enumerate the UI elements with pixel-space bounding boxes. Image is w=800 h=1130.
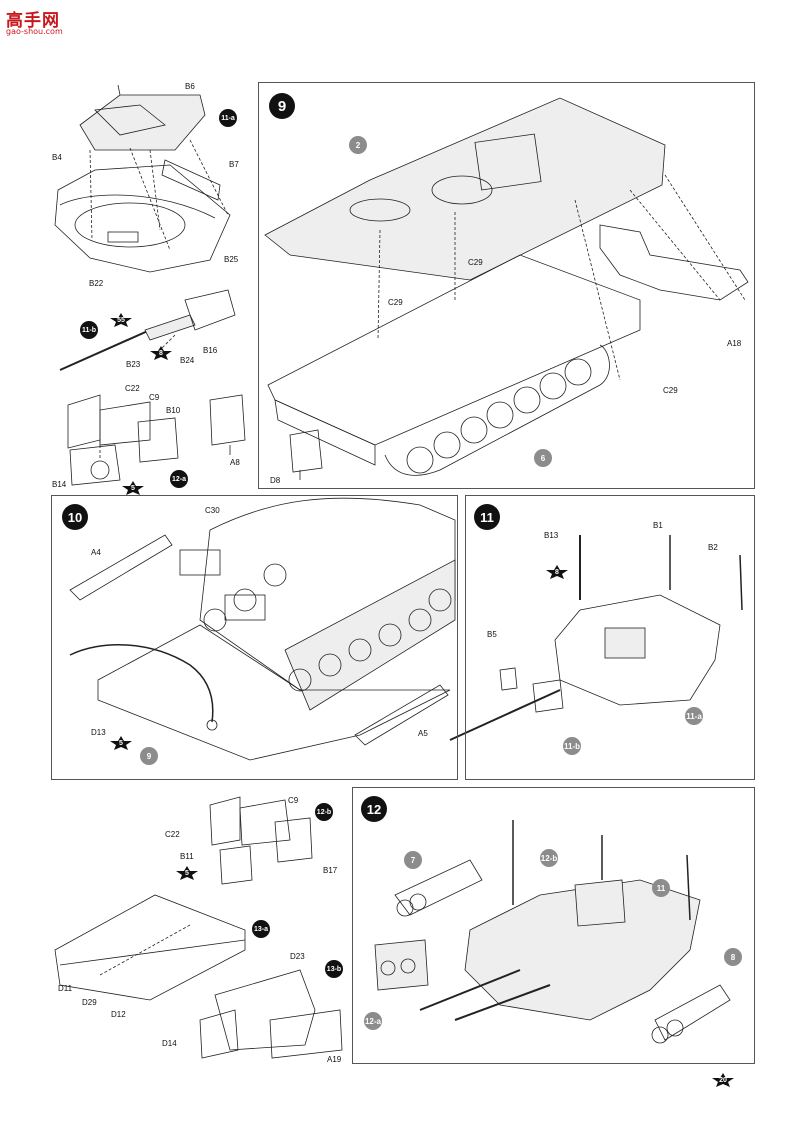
step-10-panel: 10: [51, 495, 458, 780]
part-label: B14: [52, 480, 67, 489]
part-label: B24: [180, 356, 195, 365]
badge-12-a: 12-a: [170, 470, 188, 488]
part-label: C30: [205, 506, 220, 515]
part-label: B25: [224, 255, 239, 264]
star-shape: [712, 1073, 734, 1087]
part-label: C29: [663, 386, 678, 395]
part-label: B4: [52, 153, 62, 162]
part-label: D11: [58, 984, 73, 993]
star-8: 8: [150, 346, 172, 360]
step-9-panel: 9: [258, 82, 755, 489]
star-5: 5: [176, 866, 198, 880]
part-badge-7: 7: [404, 851, 422, 869]
part-label: A18: [727, 339, 742, 348]
part-badge-11: 11: [652, 879, 670, 897]
part-badge-2: 2: [349, 136, 367, 154]
part-label: B10: [166, 406, 181, 415]
step-10-number: 10: [62, 504, 88, 530]
star-5: 5: [122, 481, 144, 495]
part-badge-9: 9: [140, 747, 158, 765]
part-badge-8: 8: [724, 948, 742, 966]
part-badge-12-a: 12-a: [364, 1012, 382, 1030]
part-label: D12: [111, 1010, 126, 1019]
star-shape: [546, 565, 568, 579]
star-label: 8: [159, 349, 163, 357]
badge-11-a: 11-a: [219, 109, 237, 127]
part-label: D23: [290, 952, 305, 961]
star-label: 20: [719, 1076, 727, 1084]
part-label: B1: [653, 521, 663, 530]
part-label: B2: [708, 543, 718, 552]
part-label: B5: [487, 630, 497, 639]
badge-13-a: 13-a: [252, 920, 270, 938]
logo-url: gao-shou.com: [6, 27, 63, 36]
part-label: B17: [323, 866, 338, 875]
star-shape: [150, 346, 172, 360]
step-12-panel: 12: [352, 787, 755, 1064]
step-11-panel: 11: [465, 495, 755, 780]
part-label: D13: [91, 728, 106, 737]
part-label: B13: [544, 531, 559, 540]
step-12-number: 12: [361, 796, 387, 822]
badge-12-b: 12-b: [315, 803, 333, 821]
part-label: D14: [162, 1039, 177, 1048]
part-label: C22: [125, 384, 140, 393]
part-label: B11: [180, 852, 194, 861]
star-label: 5: [185, 869, 189, 877]
star-label: 5: [119, 739, 123, 747]
step-9-number: 9: [269, 93, 295, 119]
badge-13-b: 13-b: [325, 960, 343, 978]
star-8: 8: [546, 565, 568, 579]
star-55: 55: [110, 313, 132, 327]
part-badge-11-b: 11-b: [563, 737, 581, 755]
part-label: B23: [126, 360, 141, 369]
star-shape: [110, 736, 132, 750]
part-label: B22: [89, 279, 104, 288]
part-label: B16: [203, 346, 218, 355]
part-label: A4: [91, 548, 101, 557]
part-label: B6: [185, 82, 195, 91]
star-shape: [122, 481, 144, 495]
part-badge-11-a: 11-a: [685, 707, 703, 725]
site-logo: 高手网 gao-shou.com: [6, 6, 70, 40]
part-label: D8: [270, 476, 281, 485]
star-shape: [110, 313, 132, 327]
star-label: 5: [131, 484, 135, 492]
logo-title: 高手网: [6, 11, 60, 31]
part-label: C22: [165, 830, 180, 839]
star-5: 5: [110, 736, 132, 750]
part-label: A8: [230, 458, 240, 467]
badge-11-b: 11-b: [80, 321, 98, 339]
star-label: 8: [555, 568, 559, 576]
star-shape: [176, 866, 198, 880]
part-label: C9: [288, 796, 299, 805]
part-label: A19: [327, 1055, 342, 1064]
part-label: D29: [82, 998, 97, 1007]
part-label: B7: [229, 160, 239, 169]
part-label: C29: [388, 298, 403, 307]
star-label: 55: [117, 316, 125, 324]
part-badge-12-b: 12-b: [540, 849, 558, 867]
part-label: C29: [468, 258, 483, 267]
part-label: A5: [418, 729, 428, 738]
step-11-number: 11: [474, 504, 500, 530]
part-label: C9: [149, 393, 160, 402]
star-20: 20: [712, 1073, 734, 1087]
part-badge-6: 6: [534, 449, 552, 467]
